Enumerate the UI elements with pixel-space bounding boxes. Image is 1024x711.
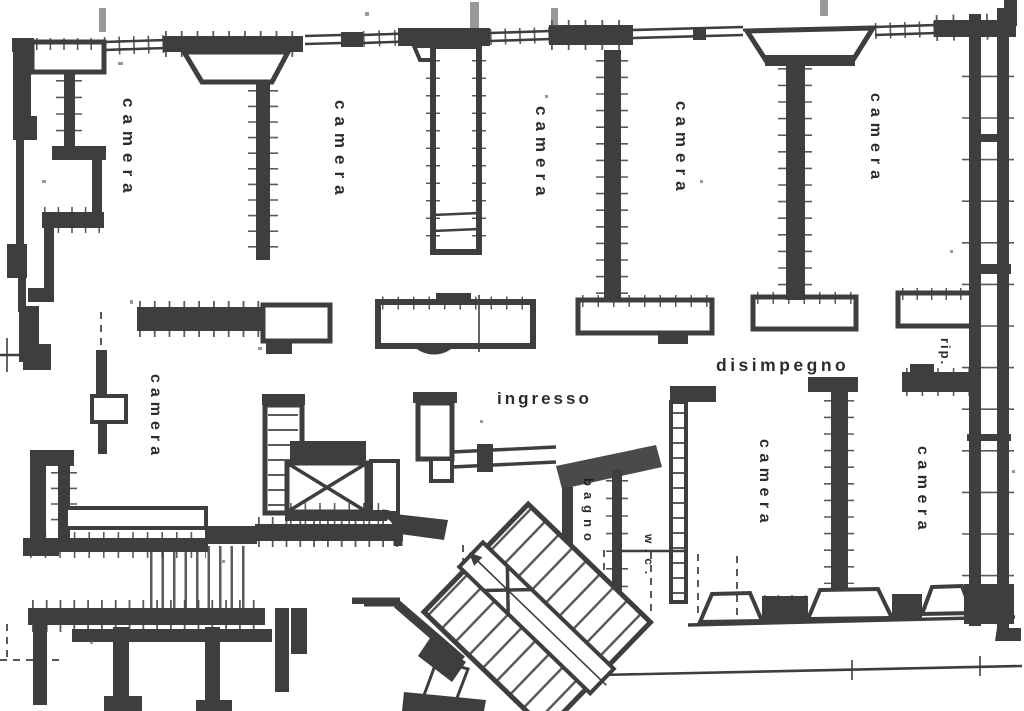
staircase-west-edge	[352, 597, 486, 711]
closet-walls	[902, 364, 976, 396]
room-label-camera-7: camera	[756, 439, 773, 528]
scan-noise	[42, 12, 1015, 644]
room-label-camera-5: camera	[867, 93, 884, 185]
shaft-top-bar	[290, 441, 366, 463]
top-exterior-wall	[12, 0, 1017, 122]
room-label-camera-4: camera	[672, 101, 691, 197]
room-label-bagno: bagno	[581, 478, 596, 547]
room-label-ripostiglio: rip.	[938, 338, 953, 366]
room-label-disimpegno: disimpegno	[716, 355, 849, 375]
corridor-wall-north	[137, 288, 979, 355]
bathroom-north-wall	[556, 445, 662, 489]
right-exterior-wall	[962, 8, 1021, 641]
room-label-wc: w.c.	[642, 533, 656, 580]
room-label-camera-1: camera	[119, 98, 138, 200]
room-label-ingresso: ingresso	[497, 389, 592, 408]
room-label-camera-2: camera	[331, 100, 350, 202]
room-partitions	[248, 43, 812, 302]
main-staircase	[420, 500, 655, 711]
room-label-camera-3: camera	[532, 106, 551, 202]
left-exterior-wall	[0, 72, 106, 372]
service-staircase	[0, 506, 403, 711]
room-labels: camera camera camera camera camera camer…	[119, 93, 953, 580]
bottom-right-room-walls	[599, 377, 1023, 680]
room-label-camera-6: camera	[147, 374, 164, 460]
room-label-camera-8: camera	[914, 446, 931, 535]
